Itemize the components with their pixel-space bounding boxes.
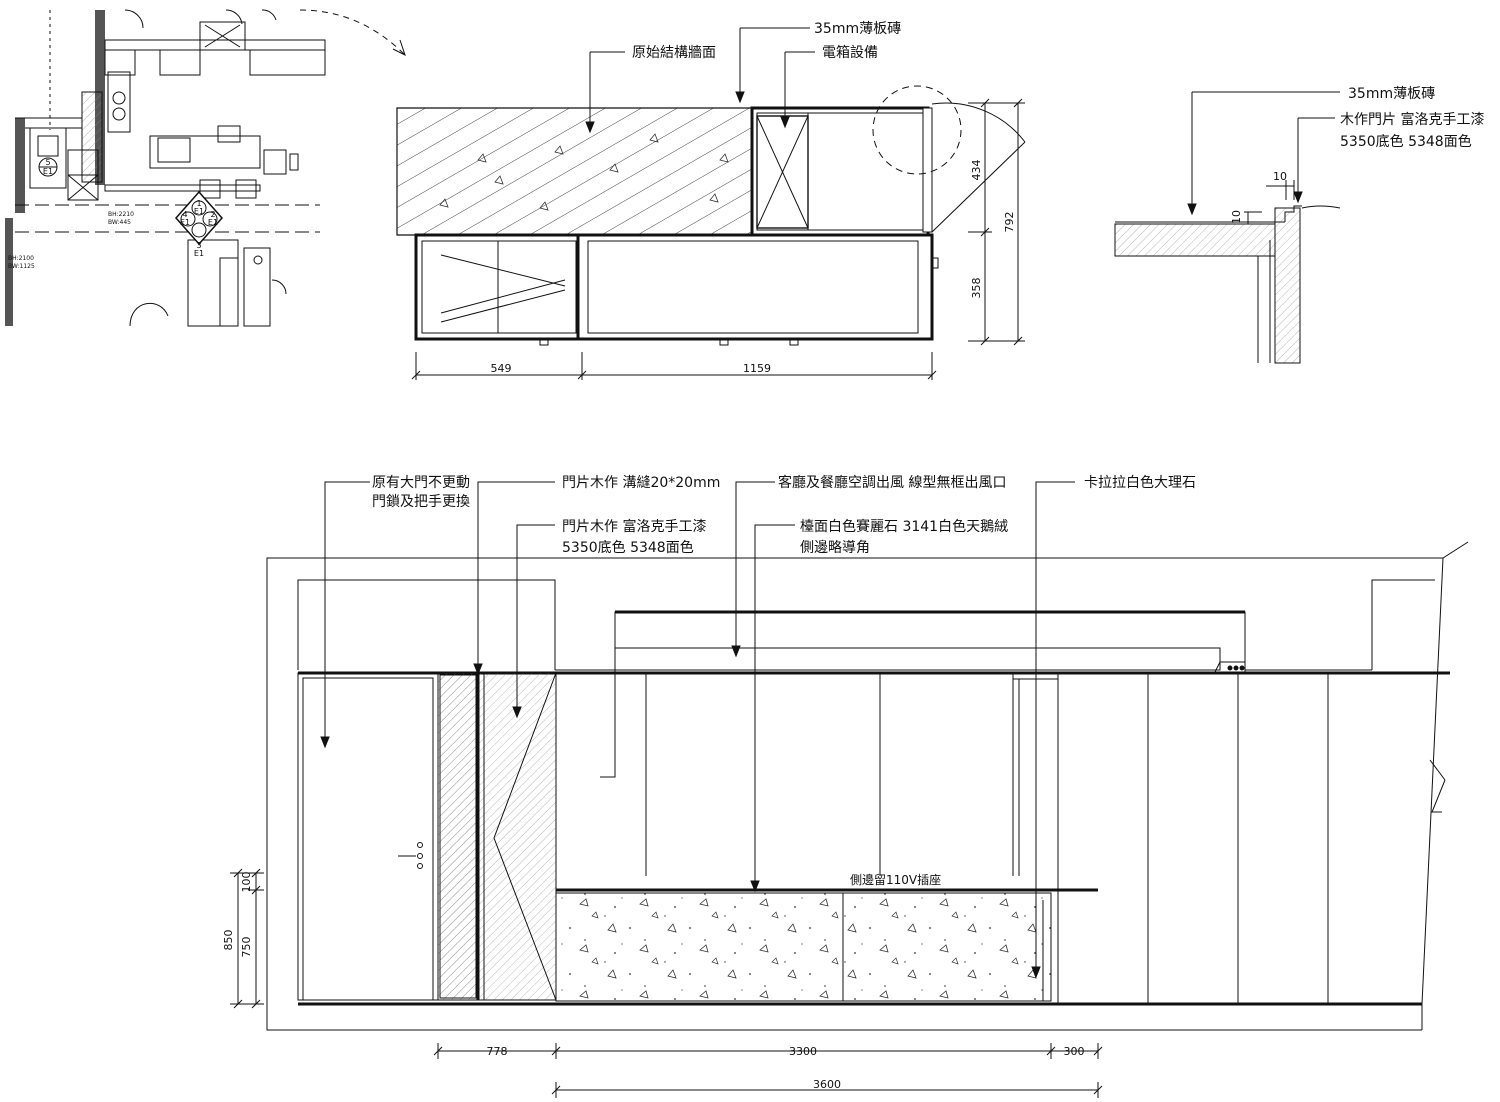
detail-label-color-code: 5350底色 5348面色 <box>1340 133 1472 150</box>
elevation-label-socket: 側邊留110V插座 <box>850 872 941 887</box>
dim-358: 358 <box>970 278 983 299</box>
plan-tag: 3 <box>196 241 201 250</box>
detail-label-door-finish: 木作門片 富洛克手工漆 <box>1340 111 1484 128</box>
plan-tag: E1 <box>180 218 190 227</box>
section-label-electrical-box: 電箱設備 <box>822 45 878 61</box>
plan-note: BW:445 <box>108 219 131 226</box>
elevation-drawing <box>230 481 1469 1098</box>
dim-3600: 3600 <box>813 1078 841 1091</box>
dim-1159: 1159 <box>743 362 771 375</box>
dim-300: 300 <box>1064 1045 1085 1058</box>
detail-label-thin-tile: 35mm薄板磚 <box>1348 86 1435 102</box>
dim-778: 778 <box>487 1045 508 1058</box>
elevation-label-door-groove: 門片木作 溝縫20*20mm <box>562 475 720 491</box>
dim-549: 549 <box>491 362 512 375</box>
dim-10-width: 10 <box>1273 170 1287 183</box>
elevation-label-color-code: 5350底色 5348面色 <box>562 539 694 556</box>
plan-note: BW:1125 <box>8 263 35 270</box>
plan-tag: E1 <box>43 167 53 176</box>
elevation-label-marble: 卡拉拉白色大理石 <box>1084 474 1196 491</box>
dim-3300: 3300 <box>789 1045 817 1058</box>
elevation-label-door-finish: 門片木作 富洛克手工漆 <box>562 518 706 535</box>
dim-10-height: 10 <box>1230 210 1243 224</box>
plan-tag: E1 <box>194 249 204 258</box>
elevation-tag-symbol <box>38 157 224 246</box>
plan-tag: 5 <box>45 158 50 167</box>
dim-434: 434 <box>970 160 983 181</box>
detail-drawing <box>1114 91 1341 364</box>
elevation-label-main-door: 原有大門不更動 <box>372 475 470 491</box>
plan-tag: 4 <box>182 210 187 219</box>
plan-note: BH:2100 <box>8 255 34 262</box>
dim-792: 792 <box>1003 212 1016 233</box>
plan-tag: E1 <box>194 207 204 216</box>
dim-100: 100 <box>240 872 253 893</box>
plan-tag: E1 <box>208 218 218 227</box>
section-a-drawing <box>396 27 1026 380</box>
plan-tag: 1 <box>196 199 201 208</box>
elevation-label-countertop: 檯面白色賽麗石 3141白色天鵝絨 <box>800 518 1008 535</box>
elevation-label-ac-outlet: 客廳及餐廳空調出風 線型無框出風口 <box>778 474 1006 491</box>
key-plan: 5 E1 1 E1 4 E1 2 E1 3 E1 BH:2210 BW:445 … <box>5 9 406 327</box>
plan-tag: 2 <box>210 210 215 219</box>
elevation-label-chamfer: 側邊略導角 <box>800 540 870 556</box>
elevation-label-lock-handle: 門鎖及把手更換 <box>372 494 470 510</box>
dim-850: 850 <box>222 930 235 951</box>
section-label-thin-tile: 35mm薄板磚 <box>814 21 901 37</box>
plan-note: BH:2210 <box>108 211 134 218</box>
dim-750: 750 <box>240 937 253 958</box>
section-label-structural-wall: 原始結構牆面 <box>632 45 716 61</box>
